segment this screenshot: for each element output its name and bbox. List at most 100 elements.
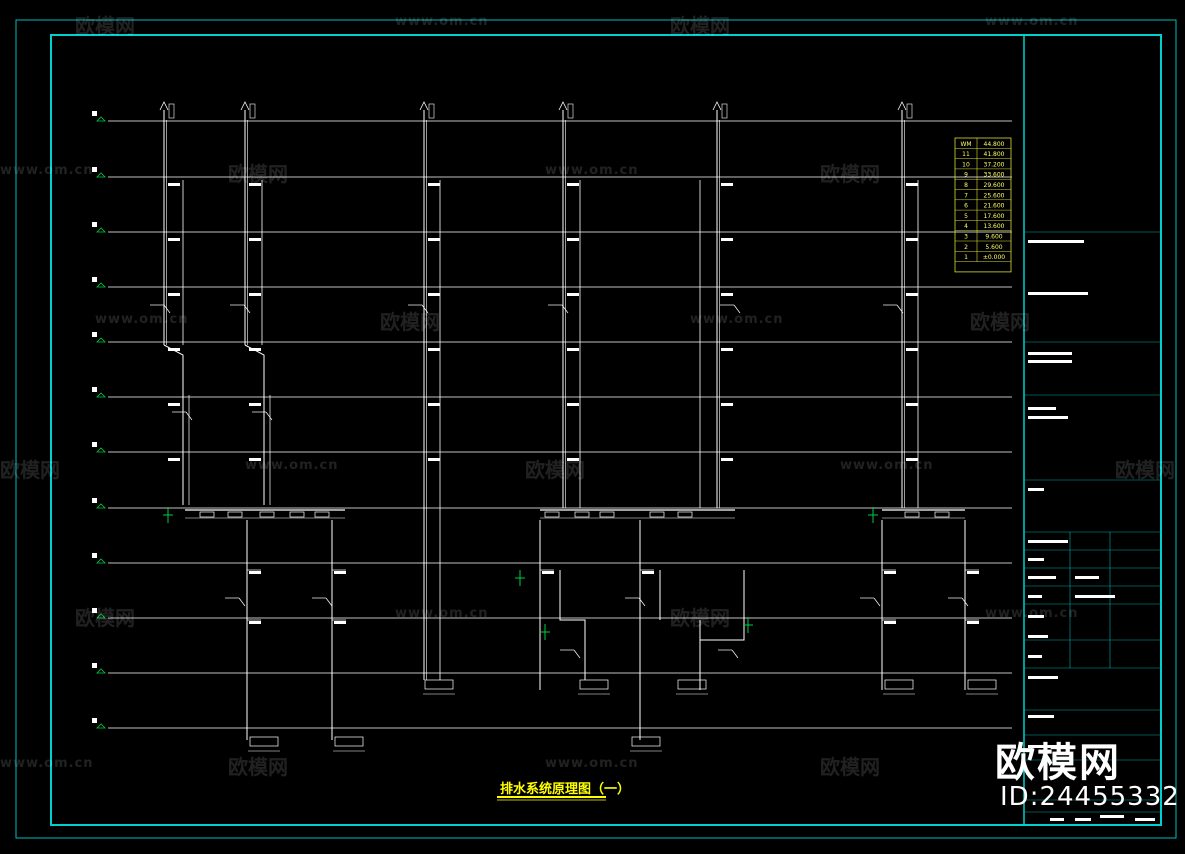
level-marker bbox=[92, 498, 97, 503]
level-table-frame bbox=[954, 137, 1012, 273]
pipe-tag bbox=[721, 183, 733, 186]
pipe-box bbox=[579, 679, 609, 690]
level-marker bbox=[92, 332, 97, 337]
pipe-tag bbox=[567, 238, 579, 241]
pipe-tag bbox=[906, 238, 918, 241]
pipe-tag bbox=[967, 621, 979, 624]
annotation-leader bbox=[421, 304, 429, 314]
level-symbol bbox=[96, 668, 106, 674]
pipe-tag bbox=[249, 403, 261, 406]
vent-cap bbox=[897, 101, 907, 111]
pipe-box bbox=[424, 679, 454, 690]
pipe-tag bbox=[906, 183, 918, 186]
title-block-entry bbox=[1028, 292, 1088, 295]
pipe-tag bbox=[249, 238, 261, 241]
offset-pipe bbox=[244, 344, 265, 505]
pipe-box bbox=[631, 736, 661, 747]
level-table-floor: 8 bbox=[964, 182, 968, 189]
pipe-tag bbox=[168, 458, 180, 461]
annotation-leader bbox=[243, 304, 251, 314]
annotation-leader bbox=[961, 597, 969, 607]
annotation-leader bbox=[325, 597, 333, 607]
pipe-tag bbox=[428, 458, 440, 461]
annotation-leader bbox=[265, 411, 273, 421]
pipe-tag bbox=[428, 348, 440, 351]
level-marker bbox=[92, 608, 97, 613]
pipe-box bbox=[934, 511, 950, 518]
pipe-tag bbox=[428, 183, 440, 186]
pipe-tag bbox=[542, 571, 554, 574]
vent-cap bbox=[558, 101, 568, 111]
level-symbol bbox=[96, 172, 106, 178]
pipe-box bbox=[249, 736, 279, 747]
annotation-leader bbox=[238, 597, 246, 607]
pipe-network bbox=[150, 101, 998, 752]
level-table-floor: 3 bbox=[964, 234, 968, 241]
vent-cap bbox=[419, 101, 429, 111]
level-table-value: 29.600 bbox=[984, 182, 1005, 189]
riser-label-box bbox=[249, 103, 256, 119]
pipe-box bbox=[904, 511, 920, 518]
level-table-floor: 6 bbox=[964, 203, 968, 210]
pipe-tag bbox=[249, 571, 261, 574]
title-block bbox=[1024, 231, 1161, 821]
drawing-title: 排水系统原理图（一） bbox=[500, 781, 630, 797]
level-table-value: 33.600 bbox=[984, 172, 1005, 179]
pipe-tag bbox=[884, 621, 896, 624]
level-marker bbox=[92, 442, 97, 447]
riser-label-box bbox=[567, 103, 574, 119]
title-block-entry bbox=[1028, 416, 1068, 419]
title-block-entry bbox=[1028, 676, 1058, 679]
offset-pipe bbox=[559, 570, 586, 680]
title-block-entry bbox=[1075, 576, 1099, 579]
level-table-value: 44.800 bbox=[984, 141, 1005, 148]
pipe-tag bbox=[721, 403, 733, 406]
level-symbol bbox=[96, 337, 106, 343]
pipe-tag bbox=[249, 348, 261, 351]
level-table-floor: 1 bbox=[964, 254, 968, 261]
watermark-badge-brand: 欧模网 bbox=[995, 740, 1121, 786]
pipe-tag bbox=[721, 238, 733, 241]
annotation-leader bbox=[561, 304, 569, 314]
outer-frame bbox=[15, 19, 1177, 839]
level-table-floor: WM bbox=[960, 141, 971, 148]
level-symbol bbox=[96, 558, 106, 564]
pipe-tag bbox=[721, 348, 733, 351]
pipe-tag bbox=[906, 348, 918, 351]
title-block-entry bbox=[1028, 655, 1042, 658]
level-table-floor: 9 bbox=[964, 172, 968, 179]
annotation-leader bbox=[185, 411, 193, 421]
level-table-value: ±0.000 bbox=[983, 254, 1005, 261]
pipe-tag bbox=[967, 571, 979, 574]
pipe-tag bbox=[906, 458, 918, 461]
pipe-tag bbox=[906, 293, 918, 296]
title-block-entry bbox=[1028, 715, 1054, 718]
pipe-tag bbox=[168, 348, 180, 351]
vent-cap bbox=[712, 101, 722, 111]
title-block-entry bbox=[1028, 576, 1056, 579]
title-block-entry bbox=[1028, 745, 1068, 748]
level-symbol bbox=[96, 116, 106, 122]
pipe-box bbox=[314, 511, 330, 518]
level-table-value: 17.600 bbox=[984, 213, 1005, 220]
riser-label-box bbox=[168, 103, 175, 119]
offset-pipe bbox=[699, 570, 745, 680]
annotation-leader bbox=[731, 649, 739, 659]
level-marker bbox=[92, 663, 97, 668]
pipe-tag bbox=[642, 571, 654, 574]
level-marker bbox=[92, 167, 97, 172]
pipe-tag bbox=[428, 293, 440, 296]
pipe-tag bbox=[428, 403, 440, 406]
watermark-badge-id: ID:24455332 bbox=[1000, 782, 1180, 812]
level-table-value: 37.200 bbox=[984, 161, 1005, 168]
level-symbol bbox=[96, 447, 106, 453]
title-block-entry bbox=[1028, 240, 1084, 243]
pipe-tag bbox=[428, 238, 440, 241]
riser-label-box bbox=[721, 103, 728, 119]
level-table-floor: 11 bbox=[962, 151, 970, 158]
riser-label-box bbox=[906, 103, 913, 119]
level-marker bbox=[92, 387, 97, 392]
